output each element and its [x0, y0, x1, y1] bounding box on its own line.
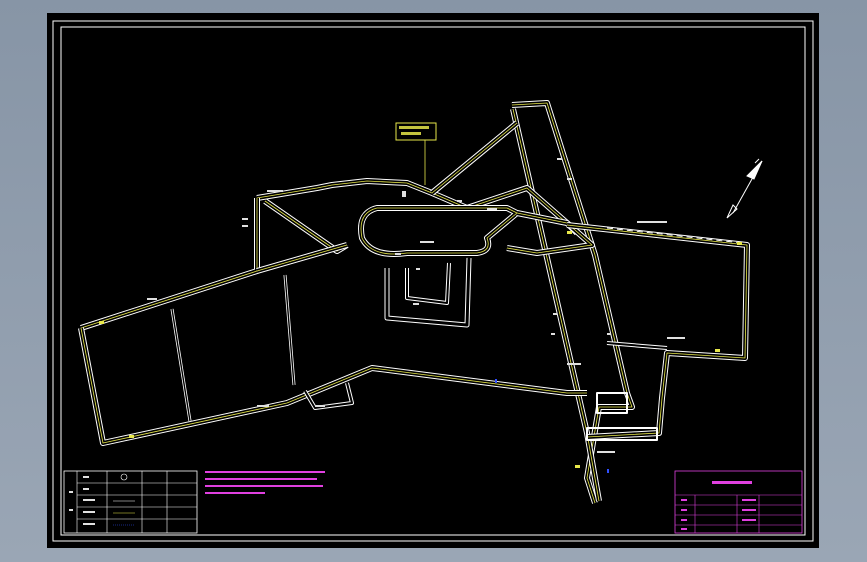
inner-frame — [60, 26, 806, 536]
roadway-labels — [147, 158, 685, 453]
shaft-bottom-chambers — [586, 392, 658, 441]
drawing-sheet — [47, 13, 819, 548]
main-inclined-shaft — [511, 100, 635, 504]
notes-block — [205, 471, 325, 494]
callout-box — [395, 122, 437, 141]
roadway-network — [78, 100, 750, 504]
secondary-shaft — [510, 108, 602, 502]
upper-roads — [256, 120, 580, 254]
bottom-notch — [303, 382, 354, 410]
callout-text-line-1 — [399, 126, 429, 129]
callout-text-line-2 — [401, 132, 421, 135]
outer-frame — [52, 20, 814, 542]
junction-markers — [99, 231, 742, 468]
title-block — [674, 470, 803, 534]
central-loop — [358, 205, 595, 257]
planned-roadway-dashed — [606, 227, 743, 244]
legend-symbol-icon — [120, 473, 128, 481]
right-panel — [566, 222, 750, 440]
legend-table — [63, 470, 198, 534]
left-panel — [78, 198, 587, 446]
mine-roadway-drawing — [52, 20, 814, 542]
blue-markers — [495, 379, 609, 473]
north-arrow-icon — [726, 158, 763, 219]
u-chamber — [384, 257, 472, 328]
